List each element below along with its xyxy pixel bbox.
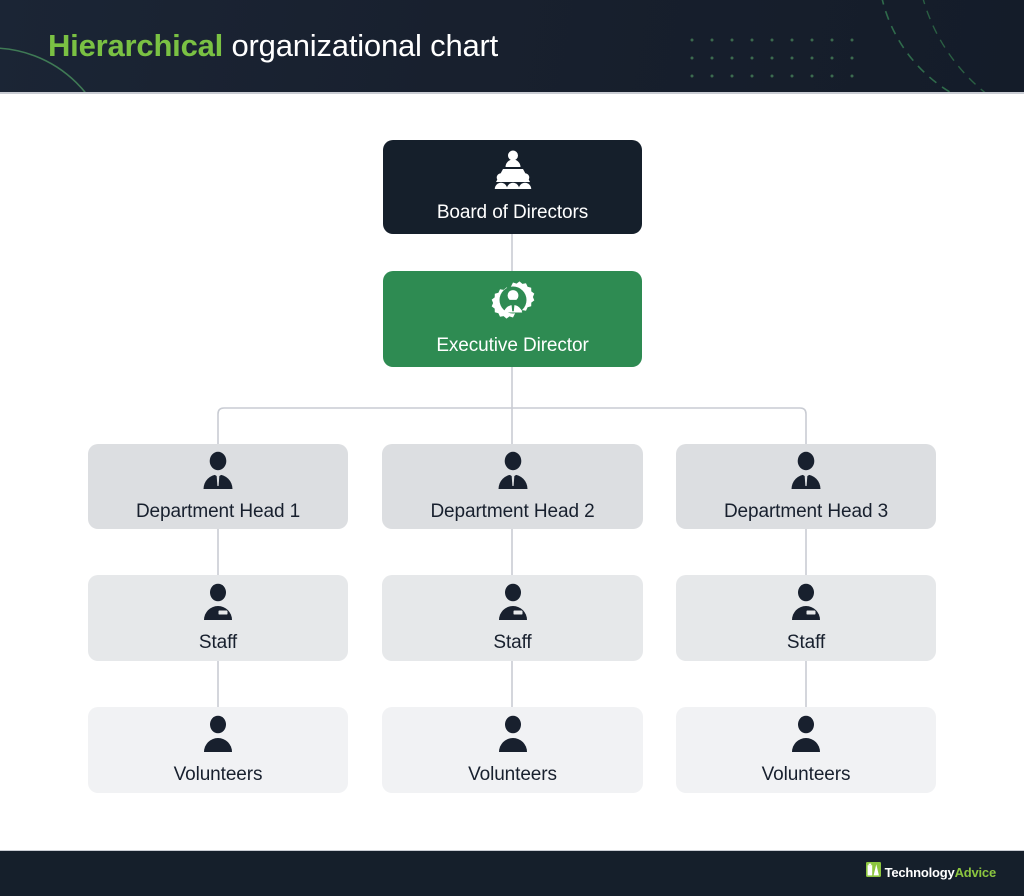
node-label: Department Head 2: [430, 500, 595, 522]
connector-lines: [217, 234, 807, 707]
node-volunteers-3[interactable]: Volunteers: [676, 707, 936, 793]
gear-person-icon: [490, 281, 536, 328]
node-label: Department Head 3: [723, 500, 889, 522]
page-title-rest: organizational chart: [223, 28, 499, 63]
person-icon: [494, 715, 532, 757]
node-department-head-3[interactable]: Department Head 3: [676, 444, 936, 529]
staff-badge-person-icon: [787, 583, 825, 625]
node-label: Staff: [493, 631, 532, 653]
org-chart-canvas: Board of Directors Executive Director: [0, 94, 1024, 850]
header-divider: [0, 92, 1024, 94]
node-department-head-1[interactable]: Department Head 1: [88, 444, 348, 529]
staff-badge-person-icon: [199, 583, 237, 625]
node-volunteers-2[interactable]: Volunteers: [382, 707, 643, 793]
node-staff-1[interactable]: Staff: [88, 575, 348, 661]
board-meeting-icon: [490, 150, 536, 195]
technologyadvice-logo[interactable]: TechnologyAdvice: [865, 862, 997, 882]
node-department-head-2[interactable]: Department Head 2: [382, 444, 643, 529]
brand-wordmark-first: Technology: [884, 864, 955, 880]
node-staff-3[interactable]: Staff: [676, 575, 936, 661]
business-person-icon: [198, 451, 238, 494]
business-person-icon: [786, 451, 826, 494]
business-person-icon: [493, 451, 533, 494]
node-label: Volunteers: [173, 763, 263, 785]
node-label: Staff: [786, 631, 826, 653]
page-title: Hierarchical organizational chart: [48, 25, 498, 67]
brand-wordmark-second: Advice: [954, 864, 997, 880]
page-header: Hierarchical organizational chart: [0, 0, 1024, 94]
technologyadvice-mark-icon: [865, 862, 881, 882]
staff-badge-person-icon: [494, 583, 532, 625]
node-label: Department Head 1: [135, 500, 301, 522]
node-label: Volunteers: [761, 763, 851, 785]
page-title-accent: Hierarchical: [48, 28, 224, 63]
node-staff-2[interactable]: Staff: [382, 575, 643, 661]
person-icon: [199, 715, 237, 757]
node-label: Board of Directors: [436, 202, 589, 223]
brand-wordmark: TechnologyAdvice: [884, 864, 997, 880]
person-icon: [787, 715, 825, 757]
node-label: Volunteers: [468, 763, 557, 785]
node-board-of-directors[interactable]: Board of Directors: [383, 140, 642, 234]
footer-divider: [0, 850, 1024, 851]
node-label: Executive Director: [436, 335, 589, 356]
node-executive-director[interactable]: Executive Director: [383, 271, 642, 367]
node-label: Staff: [198, 631, 238, 653]
node-volunteers-1[interactable]: Volunteers: [88, 707, 348, 793]
page-footer: TechnologyAdvice: [0, 850, 1024, 896]
